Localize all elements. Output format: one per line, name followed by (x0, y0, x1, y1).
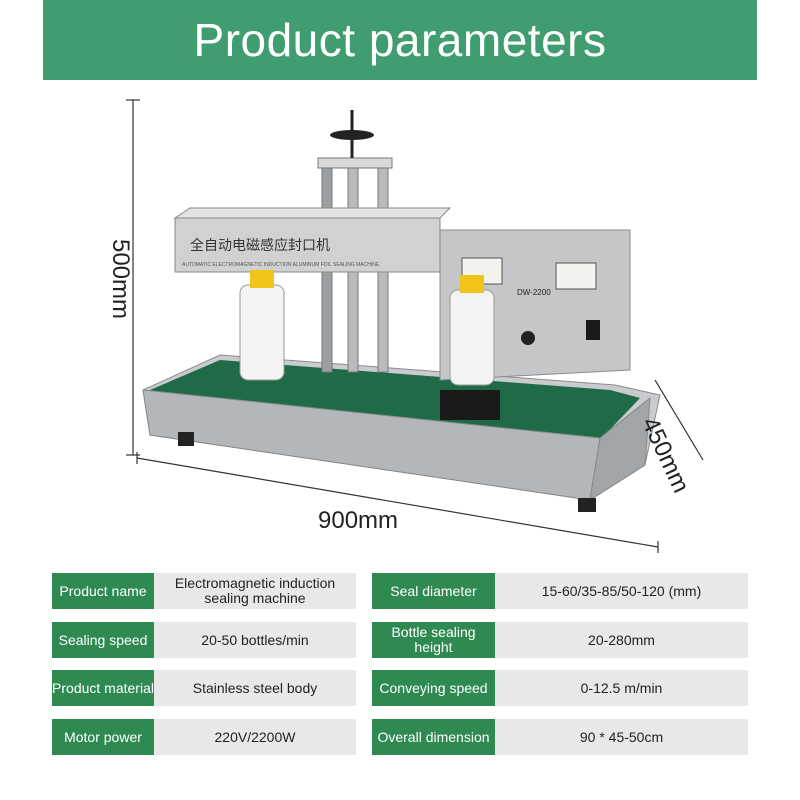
machine-subtitle: AUTOMATIC ELECTROMAGNETIC INDUCTION ALUM… (182, 262, 380, 268)
foot-left (178, 432, 194, 446)
foot-right (578, 498, 596, 512)
bottle-right-cap (460, 275, 484, 293)
param-label: Seal diameter (372, 573, 495, 609)
power-switch (586, 320, 600, 340)
table-row: Product name Electromagnetic induction s… (52, 573, 748, 609)
model-label: DW-2200 (517, 288, 551, 297)
bottle-left (239, 284, 285, 381)
base-side-panel (589, 396, 651, 502)
param-value: 90 * 45-50cm (495, 719, 748, 755)
bottle-guide (440, 390, 500, 420)
table-row: Product material Stainless steel body Co… (52, 670, 748, 706)
param-value: 220V/2200W (154, 719, 356, 755)
table-row: Motor power 220V/2200W Overall dimension… (52, 719, 748, 755)
product-figure: DW-2200 全自动电磁感应封口机 AUTOMATIC ELECTROMAGN… (0, 80, 800, 560)
param-value: 0-12.5 m/min (495, 670, 748, 706)
machine-title-cn: 全自动电磁感应封口机 (190, 237, 330, 253)
bottle-left-cap (250, 270, 274, 288)
param-label: Product name (52, 573, 154, 609)
param-label: Conveying speed (372, 670, 495, 706)
param-label: Product material (52, 670, 154, 706)
param-label: Motor power (52, 719, 154, 755)
param-value: Stainless steel body (154, 670, 356, 706)
bottle-right (449, 289, 495, 386)
header-banner: Product parameters (43, 0, 757, 80)
sealing-head-top (173, 207, 452, 219)
machine-illustration: DW-2200 全自动电磁感应封口机 AUTOMATIC ELECTROMAGN… (126, 99, 704, 553)
param-value: Electromagnetic induction sealing machin… (154, 573, 356, 609)
dimension-lines (126, 99, 704, 553)
meter-right (555, 262, 597, 290)
handwheel (330, 130, 374, 140)
param-value: 15-60/35-85/50-120 (mm) (495, 573, 748, 609)
param-label: Bottle sealing height (372, 622, 495, 658)
param-value: 20-280mm (495, 622, 748, 658)
height-dimension: 500mm (107, 238, 135, 320)
param-label: Sealing speed (52, 622, 154, 658)
param-value: 20-50 bottles/min (154, 622, 356, 658)
page-title: Product parameters (193, 14, 607, 66)
top-bracket (317, 157, 393, 169)
param-label: Overall dimension (372, 719, 495, 755)
speed-knob (521, 331, 535, 345)
width-dimension: 900mm (318, 507, 399, 534)
table-row: Sealing speed 20-50 bottles/min Bottle s… (52, 622, 748, 658)
